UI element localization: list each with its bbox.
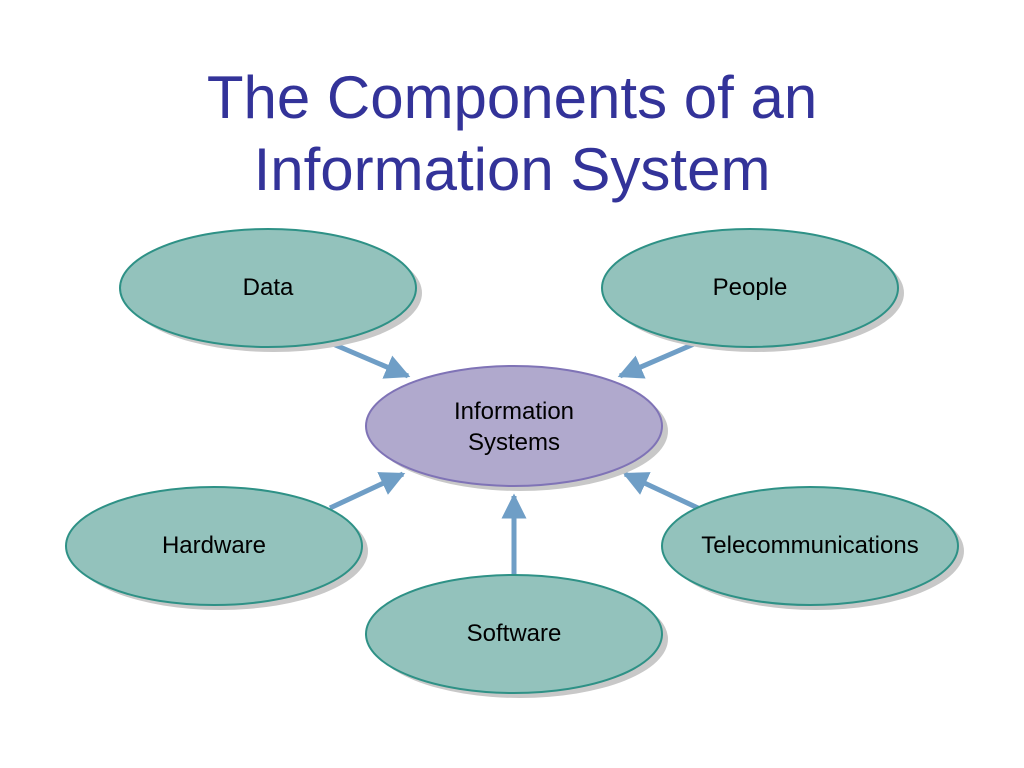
arrow-telecommunications-to-center bbox=[622, 471, 700, 511]
component-hardware-label: Hardware bbox=[162, 532, 266, 559]
center-node-ellipse bbox=[365, 365, 663, 487]
connector-arrows bbox=[328, 341, 700, 576]
component-telecommunications: Telecommunications bbox=[661, 486, 964, 610]
component-software-label: Software bbox=[467, 620, 562, 647]
component-data-ellipse bbox=[119, 228, 417, 348]
center-node-label-line-1: Information bbox=[454, 398, 574, 425]
component-hardware-ellipse bbox=[65, 486, 363, 606]
component-hardware: Hardware bbox=[65, 486, 368, 610]
slide-title: The Components of an Information System bbox=[0, 62, 1024, 206]
component-people-ellipse bbox=[601, 228, 899, 348]
arrow-people-to-center bbox=[617, 341, 695, 379]
title-line-2: Information System bbox=[253, 136, 771, 203]
component-people: People bbox=[601, 228, 904, 352]
arrow-hardware-to-center bbox=[328, 471, 406, 511]
arrow-data-to-center bbox=[332, 341, 411, 379]
title-line-1: The Components of an bbox=[206, 64, 818, 131]
center-node: Information Systems bbox=[365, 365, 668, 491]
component-telecommunications-ellipse bbox=[661, 486, 959, 606]
component-software: Software bbox=[365, 574, 668, 698]
component-people-label: People bbox=[713, 274, 788, 301]
component-data: Data bbox=[119, 228, 422, 352]
component-software-ellipse bbox=[365, 574, 663, 694]
component-data-label: Data bbox=[243, 274, 294, 301]
component-telecommunications-label: Telecommunications bbox=[701, 532, 918, 559]
center-node-label-line-2: Systems bbox=[468, 429, 560, 456]
